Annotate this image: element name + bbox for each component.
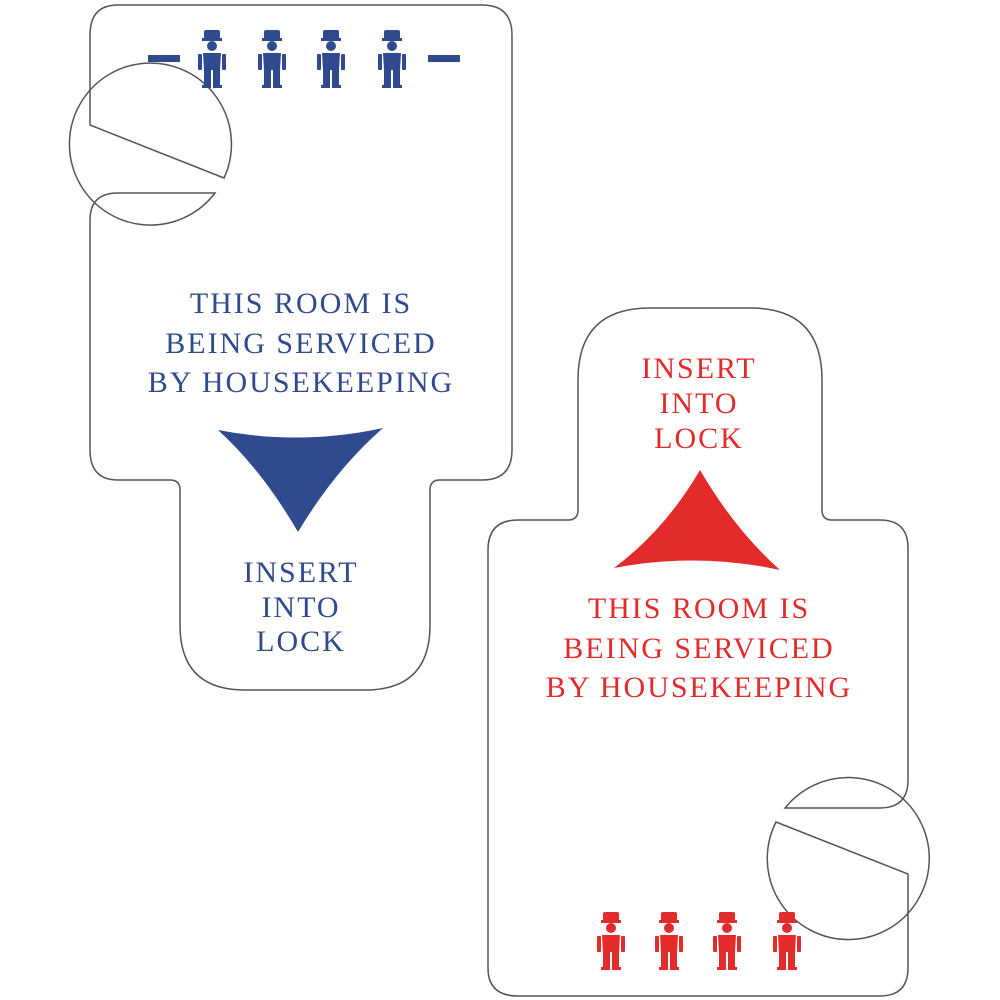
red-message-line-3: BY HOUSEKEEPING [546,671,852,704]
blue-insert-line-3: LOCK [256,625,346,658]
blue-door-hanger: THIS ROOM IS BEING SERVICED BY HOUSEKEEP… [68,4,513,691]
blue-tag-outline [68,4,513,691]
blue-message-line-2: BEING SERVICED [165,327,436,360]
dash-left [148,55,180,62]
red-tag-outline [487,307,931,997]
arrow-down-icon [218,428,383,532]
blue-insert-line-2: INTO [261,591,340,624]
red-door-hanger: INSERT INTO LOCK THIS ROOM IS BEING SERV… [487,307,931,997]
blue-message-line-3: BY HOUSEKEEPING [148,366,454,399]
red-insert-line-2: INTO [659,387,738,420]
red-message-line-2: BEING SERVICED [563,632,834,665]
red-insert-line-3: LOCK [654,422,744,455]
arrow-up-icon [614,470,780,570]
red-insert-line-1: INSERT [641,352,756,385]
dash-right [428,55,460,62]
red-message-line-1: THIS ROOM IS [588,592,810,625]
blue-message-line-1: THIS ROOM IS [190,287,412,320]
blue-insert-line-1: INSERT [243,556,358,589]
